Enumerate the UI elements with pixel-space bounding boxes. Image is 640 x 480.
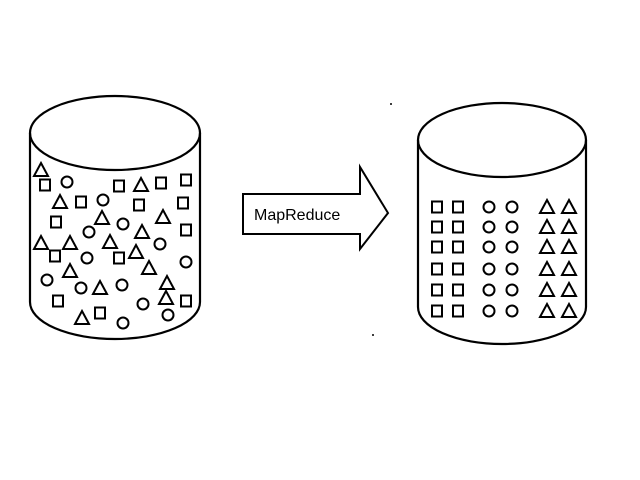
circle-symbol <box>482 240 496 254</box>
triangle-symbol <box>538 259 556 276</box>
circle-symbol <box>482 262 496 276</box>
triangle-symbol <box>133 222 151 239</box>
triangle-symbol <box>140 258 158 275</box>
circle-symbol <box>116 316 130 330</box>
circle-symbol <box>505 220 519 234</box>
triangle-symbol <box>93 208 111 225</box>
triangle-symbol <box>132 175 150 192</box>
input-symbols <box>32 160 193 330</box>
circle-symbol <box>482 304 496 318</box>
square-symbol <box>155 176 167 190</box>
triangle-symbol <box>560 259 578 276</box>
square-symbol <box>113 251 125 265</box>
circle-symbol <box>161 308 175 322</box>
circle-symbol <box>505 304 519 318</box>
square-symbol <box>177 196 189 210</box>
output-cylinder <box>416 101 588 346</box>
circle-symbol <box>40 273 54 287</box>
square-symbol <box>452 220 464 234</box>
square-symbol <box>39 178 51 192</box>
circle-symbol <box>505 283 519 297</box>
arrow-label: MapReduce <box>254 207 340 224</box>
circle-symbol <box>505 200 519 214</box>
triangle-symbol <box>91 278 109 295</box>
square-symbol <box>452 240 464 254</box>
triangle-symbol <box>538 301 556 318</box>
output-cylinder-top <box>416 101 588 179</box>
triangle-symbol <box>538 280 556 297</box>
triangle-symbol <box>61 261 79 278</box>
square-symbol <box>452 262 464 276</box>
circle-symbol <box>505 240 519 254</box>
triangle-symbol <box>51 192 69 209</box>
triangle-symbol <box>73 308 91 325</box>
input-cylinder-bottom <box>28 301 202 341</box>
circle-symbol <box>80 251 94 265</box>
triangle-symbol <box>32 160 50 177</box>
circle-symbol <box>96 193 110 207</box>
mapreduce-arrow: MapReduce <box>242 163 390 252</box>
circle-symbol <box>179 255 193 269</box>
square-symbol <box>431 283 443 297</box>
output-cylinder-bottom <box>416 306 588 346</box>
circle-symbol <box>153 237 167 251</box>
square-symbol <box>180 294 192 308</box>
arrow-shape <box>242 163 390 252</box>
triangle-symbol <box>560 237 578 254</box>
circle-symbol <box>136 297 150 311</box>
circle-symbol <box>505 262 519 276</box>
square-symbol <box>52 294 64 308</box>
input-cylinder <box>28 94 202 341</box>
square-symbol <box>452 200 464 214</box>
triangle-symbol <box>157 288 175 305</box>
triangle-symbol <box>560 280 578 297</box>
circle-symbol <box>74 281 88 295</box>
square-symbol <box>431 262 443 276</box>
square-symbol <box>452 304 464 318</box>
circle-symbol <box>116 217 130 231</box>
triangle-symbol <box>32 233 50 250</box>
triangle-symbol <box>560 301 578 318</box>
square-symbol <box>452 283 464 297</box>
triangle-symbol <box>538 237 556 254</box>
square-symbol <box>49 249 61 263</box>
triangle-symbol <box>127 242 145 259</box>
triangle-symbol <box>101 232 119 249</box>
circle-symbol <box>482 200 496 214</box>
input-cylinder-top <box>28 94 202 172</box>
square-symbol <box>133 198 145 212</box>
square-symbol <box>50 215 62 229</box>
square-symbol <box>180 173 192 187</box>
triangle-symbol <box>538 217 556 234</box>
triangle-symbol <box>560 197 578 214</box>
triangle-symbol <box>61 233 79 250</box>
square-symbol <box>431 220 443 234</box>
circle-symbol <box>482 220 496 234</box>
square-symbol <box>431 304 443 318</box>
square-symbol <box>75 195 87 209</box>
square-symbol <box>431 200 443 214</box>
square-symbol <box>113 179 125 193</box>
triangle-symbol <box>560 217 578 234</box>
speck <box>372 334 374 336</box>
square-symbol <box>180 223 192 237</box>
circle-symbol <box>60 175 74 189</box>
triangle-symbol <box>538 197 556 214</box>
circle-symbol <box>115 278 129 292</box>
square-symbol <box>94 306 106 320</box>
output-symbols <box>431 197 578 318</box>
square-symbol <box>431 240 443 254</box>
triangle-symbol <box>154 207 172 224</box>
circle-symbol <box>82 225 96 239</box>
triangle-symbol <box>158 273 176 290</box>
speck <box>390 103 392 105</box>
circle-symbol <box>482 283 496 297</box>
